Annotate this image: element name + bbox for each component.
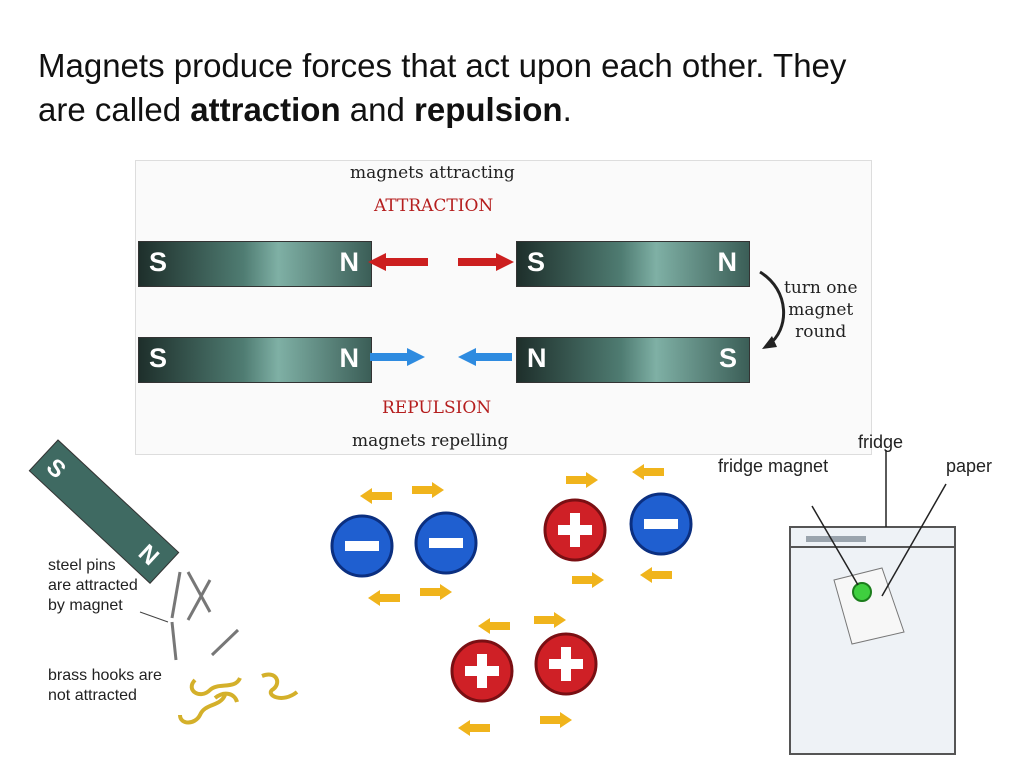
- fridge-illustration: [789, 450, 956, 755]
- pole-label: S: [149, 343, 168, 373]
- repulsion-arrows: [370, 348, 512, 366]
- hook: [213, 691, 239, 703]
- fridge-magnet-icon: [852, 582, 872, 602]
- attraction-label: ATTRACTION: [374, 196, 494, 216]
- yellow-arrow: [458, 720, 490, 736]
- heading-line-2: are called attraction and repulsion.: [38, 88, 998, 132]
- yellow-arrow: [478, 618, 510, 634]
- heading-text: are called: [38, 91, 191, 128]
- heading-period: .: [562, 91, 572, 128]
- fridge-magnet-label: fridge magnet: [718, 456, 828, 476]
- magnet-top-left: S N: [138, 241, 372, 287]
- repulsion-label: REPULSION: [382, 398, 492, 418]
- yellow-arrow: [368, 590, 400, 606]
- magnets-attracting-label: magnets attracting: [350, 163, 515, 183]
- steel-pins-label: steel pins are attracted by magnet: [48, 557, 142, 614]
- plus-sign: [570, 513, 580, 547]
- pole-label: N: [339, 247, 360, 277]
- turn-one-magnet-label: turn one magnet round: [784, 277, 858, 343]
- pole-label: S: [149, 247, 168, 277]
- minus-sign: [429, 538, 463, 548]
- brass-hooks: [178, 672, 299, 725]
- yellow-arrow: [420, 584, 452, 600]
- heading-and: and: [340, 91, 415, 128]
- brass-hooks-label: brass hooks are not attracted: [48, 667, 166, 704]
- negative-pair: [330, 511, 478, 578]
- plus-sign: [477, 654, 487, 688]
- tilted-magnet-body: [28, 439, 180, 584]
- heading-line-1: Magnets produce forces that act upon eac…: [38, 47, 847, 84]
- pole-label: N: [527, 343, 547, 373]
- magnet-bottom-left: S N: [138, 337, 372, 383]
- brass-line-2: not attracted: [48, 687, 137, 704]
- pin: [170, 621, 178, 661]
- yellow-arrow: [566, 472, 598, 488]
- magnet-pointer: [811, 505, 859, 586]
- pin: [186, 571, 212, 613]
- magnet-bottom-right: N S: [516, 337, 750, 383]
- slide-heading: Magnets produce forces that act upon eac…: [38, 44, 998, 132]
- force-arrows: [360, 464, 672, 736]
- yellow-arrow: [412, 482, 444, 498]
- yellow-arrow: [534, 612, 566, 628]
- fridge-body: [789, 526, 956, 755]
- round-text: round: [795, 322, 847, 342]
- attraction-repulsion-diagram: magnets attracting ATTRACTION S N S N S …: [135, 160, 872, 455]
- magnets-repelling-label: magnets repelling: [352, 431, 509, 451]
- yellow-arrow: [540, 712, 572, 728]
- brass-line-1: brass hooks are: [48, 667, 162, 684]
- left-blue-arrow: [370, 348, 425, 366]
- steel-pins: [170, 571, 240, 661]
- yellow-arrow: [572, 572, 604, 588]
- steel-line-3: by magnet: [48, 597, 123, 614]
- fridge-handle: [806, 536, 866, 542]
- charge-groups: [330, 464, 693, 736]
- opposite-pair: [543, 492, 693, 562]
- pole-label: S: [718, 343, 737, 373]
- plus-sign: [561, 647, 571, 681]
- pin: [170, 571, 182, 619]
- hook: [261, 672, 299, 700]
- turn-arrow-icon: [759, 270, 786, 347]
- turn-one-text: turn one: [784, 278, 858, 298]
- hook: [178, 693, 227, 725]
- steel-pointer: [139, 611, 169, 623]
- positive-pair: [450, 632, 598, 703]
- left-red-arrow: [368, 253, 428, 271]
- pin: [186, 579, 212, 621]
- right-blue-arrow: [458, 348, 512, 366]
- right-red-arrow: [458, 253, 514, 271]
- turn-arrow-head-icon: [762, 336, 777, 349]
- fridge-label: fridge: [858, 432, 903, 452]
- hook: [189, 676, 242, 697]
- tilted-bar-magnet: S N: [28, 439, 180, 584]
- minus-sign: [345, 541, 379, 551]
- yellow-arrow: [640, 567, 672, 583]
- steel-line-2: are attracted: [48, 577, 138, 594]
- pole-label: N: [339, 343, 360, 373]
- yellow-arrow: [632, 464, 664, 480]
- attraction-term: attraction: [190, 91, 341, 128]
- pole-label: S: [527, 247, 546, 277]
- minus-sign: [644, 519, 678, 529]
- paper-label: paper: [946, 456, 992, 476]
- pin: [210, 628, 240, 657]
- pole-label: N: [717, 247, 738, 277]
- magnet-text: magnet: [788, 300, 854, 320]
- magnet-top-right: S N: [516, 241, 750, 287]
- repulsion-term: repulsion: [414, 91, 563, 128]
- attraction-arrows: [368, 253, 514, 271]
- paper-pointer: [881, 483, 947, 597]
- yellow-arrow: [360, 488, 392, 504]
- steel-line-1: steel pins: [48, 557, 116, 574]
